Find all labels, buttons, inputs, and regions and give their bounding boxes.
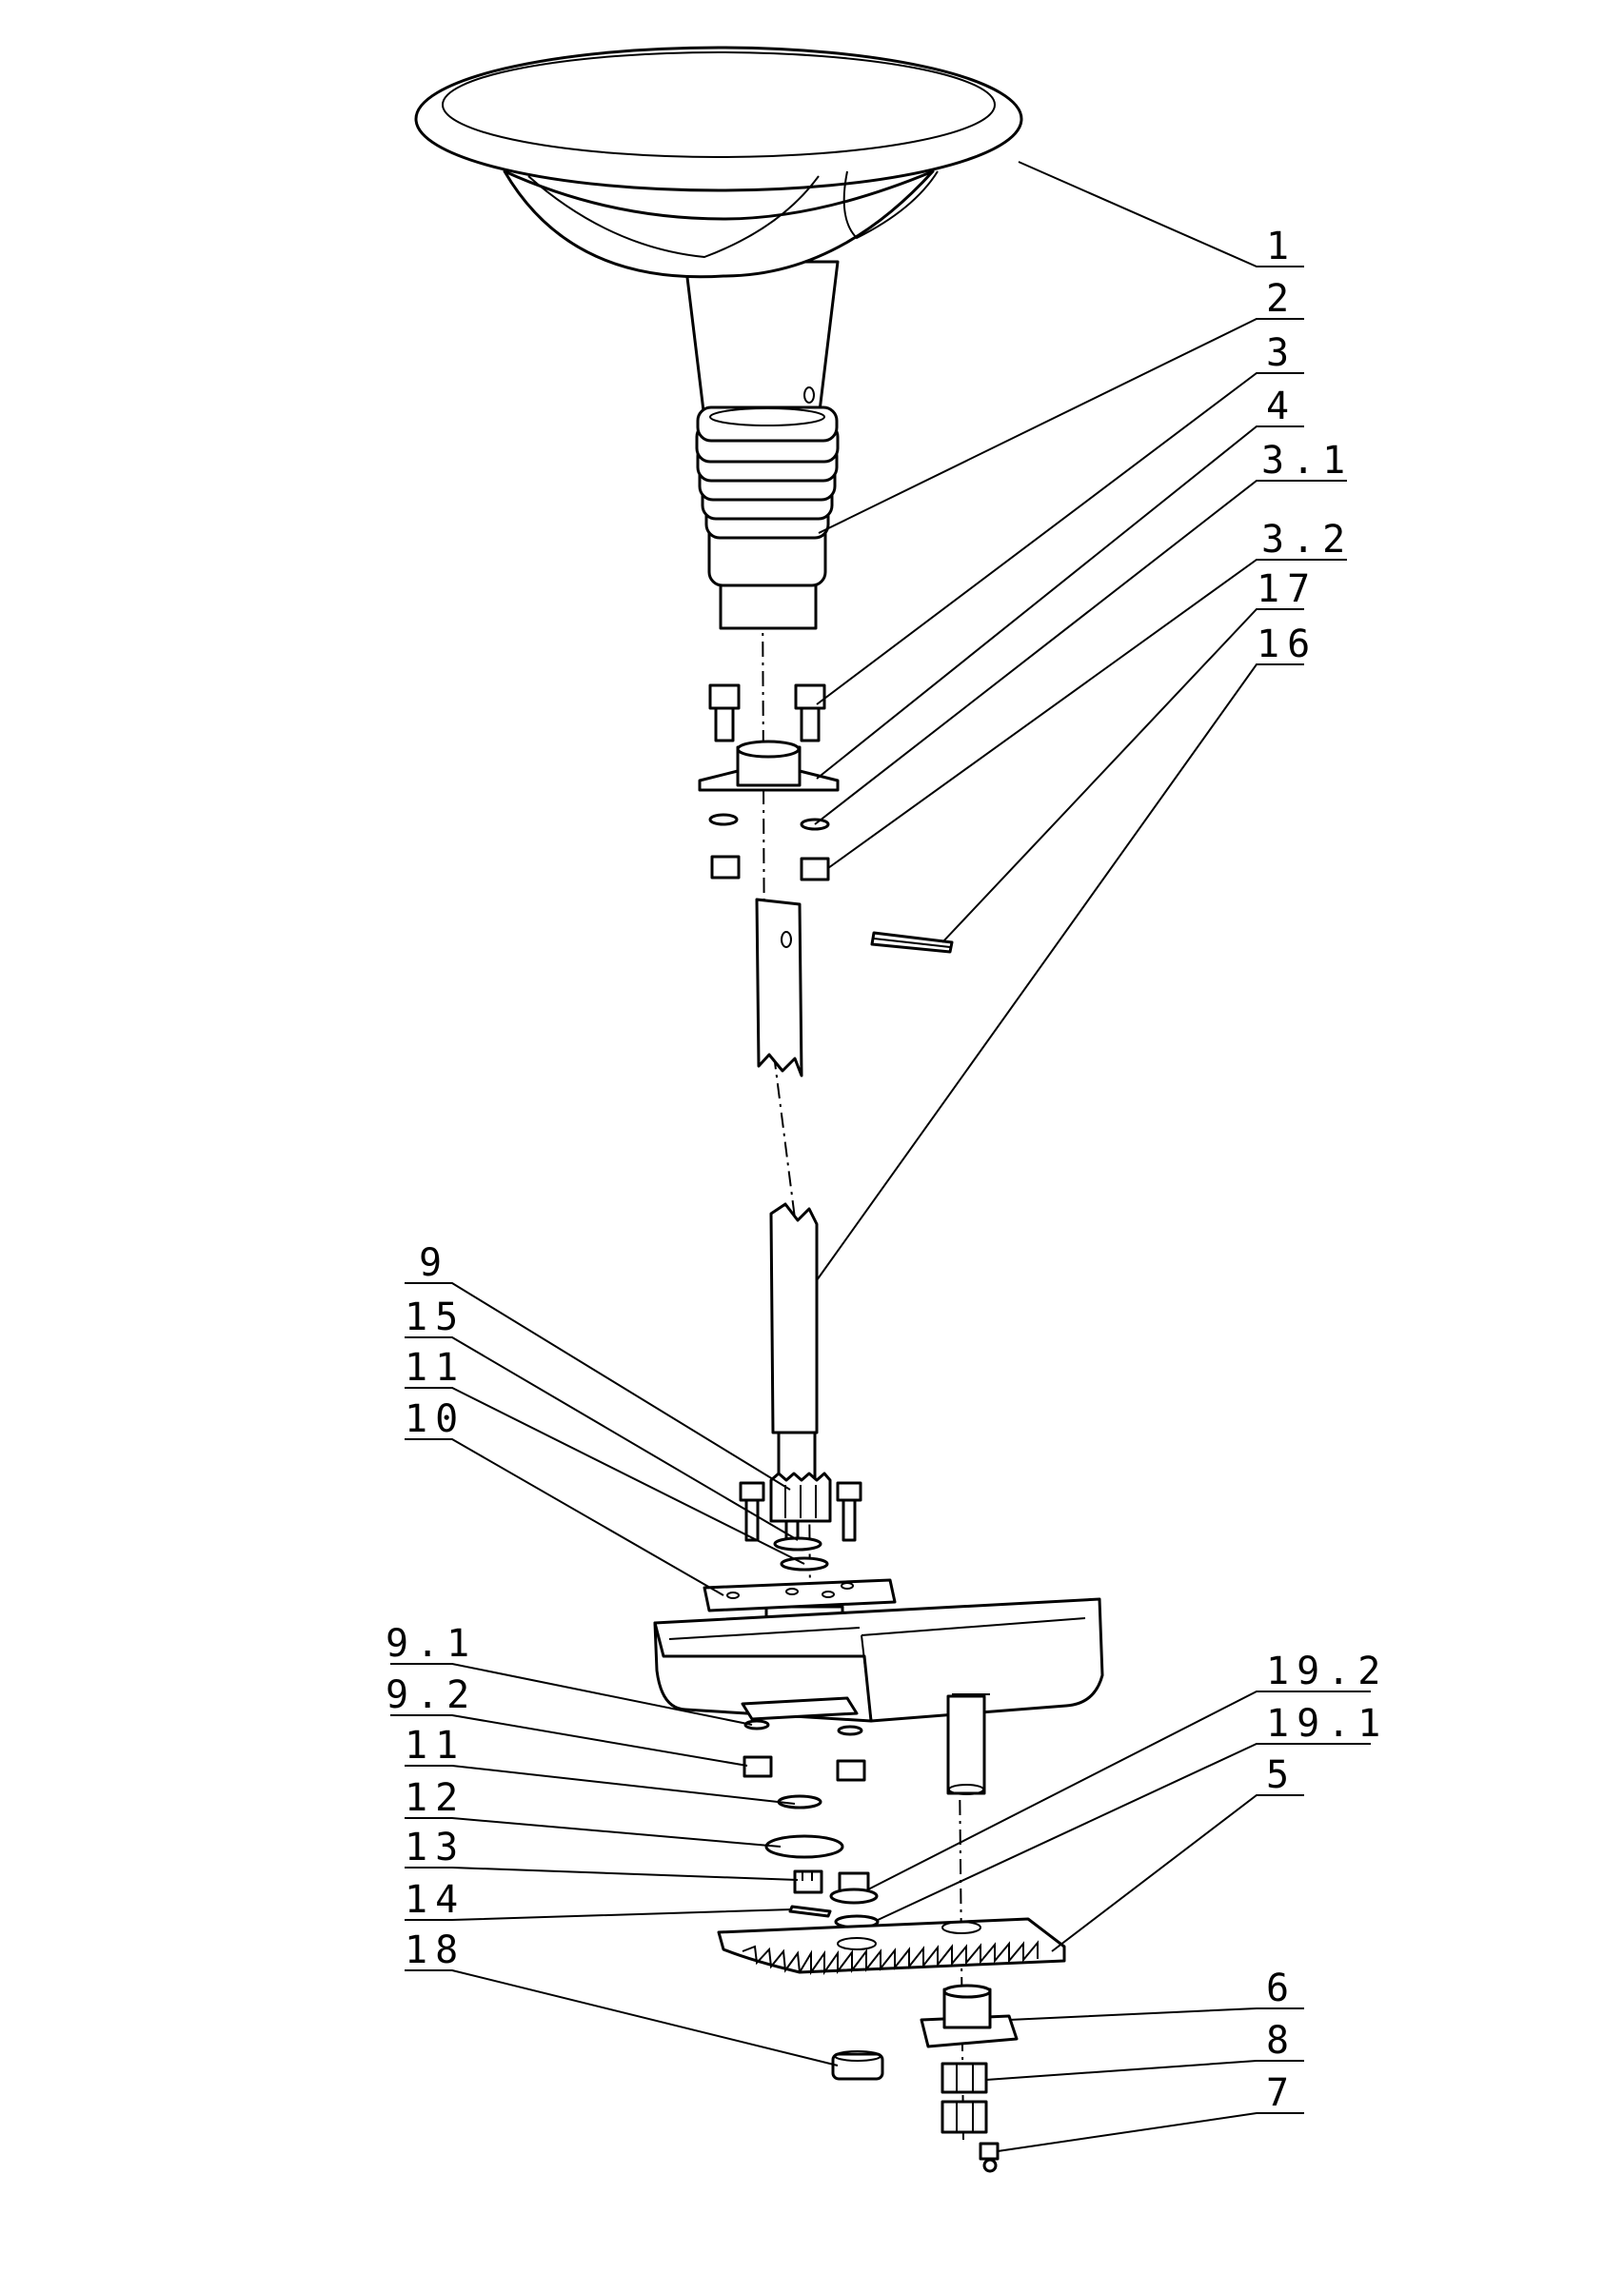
label-18: 18 xyxy=(405,1928,465,1972)
part-thick-washer xyxy=(764,1834,844,1859)
part-nuts-upper xyxy=(710,855,830,881)
part-threaded-bushing xyxy=(695,405,840,630)
label-14: 14 xyxy=(405,1878,465,1922)
part-pinion-gear xyxy=(739,1472,862,1544)
label-13: 13 xyxy=(405,1826,465,1869)
label-9-2: 9.2 xyxy=(386,1673,477,1717)
part-shaft-lower xyxy=(769,1202,819,1487)
part-spacer xyxy=(831,2050,884,2081)
label-10: 10 xyxy=(405,1397,465,1441)
label-17: 17 xyxy=(1257,567,1317,611)
part-flange-nut xyxy=(829,1871,879,1905)
part-shaft-upper xyxy=(755,898,803,1078)
part-castle-nut xyxy=(793,1869,823,1894)
part-cotter-pin xyxy=(788,1905,832,1918)
label-9: 9 xyxy=(419,1241,449,1285)
leader-lines-left xyxy=(390,1282,839,2066)
leader-lines-right xyxy=(814,161,1371,2152)
label-16: 16 xyxy=(1257,623,1317,666)
label-4: 4 xyxy=(1266,385,1297,428)
part-grease-nipple xyxy=(979,2142,1000,2173)
label-5: 5 xyxy=(1266,1753,1297,1797)
label-2: 2 xyxy=(1266,277,1297,321)
label-15: 15 xyxy=(405,1295,465,1339)
label-3-2: 3.2 xyxy=(1261,518,1353,562)
part-bushing xyxy=(920,1984,1019,2048)
part-steering-wheel xyxy=(414,46,1023,421)
part-washers-upper xyxy=(708,813,830,831)
part-roll-pin xyxy=(870,931,954,954)
label-3-1: 3.1 xyxy=(1261,439,1353,483)
part-washers-lower xyxy=(743,1719,863,1736)
label-11-lower: 11 xyxy=(405,1724,465,1768)
label-1: 1 xyxy=(1266,225,1297,268)
label-19-2: 19.2 xyxy=(1266,1650,1388,1693)
label-7: 7 xyxy=(1266,2071,1297,2115)
label-11-upper: 11 xyxy=(405,1346,465,1390)
label-8: 8 xyxy=(1266,2019,1297,2063)
label-12: 12 xyxy=(405,1776,465,1820)
label-9-1: 9.1 xyxy=(386,1622,477,1666)
part-chassis-bracket xyxy=(653,1597,1104,1795)
part-flange xyxy=(698,740,840,792)
label-19-1: 19.1 xyxy=(1266,1702,1388,1746)
label-6: 6 xyxy=(1266,1967,1297,2010)
label-3: 3 xyxy=(1266,331,1297,375)
part-sector-gear xyxy=(717,1917,1066,1976)
part-hex-nuts xyxy=(941,2062,988,2134)
part-bolts xyxy=(708,683,826,742)
part-nuts-lower xyxy=(743,1755,866,1782)
